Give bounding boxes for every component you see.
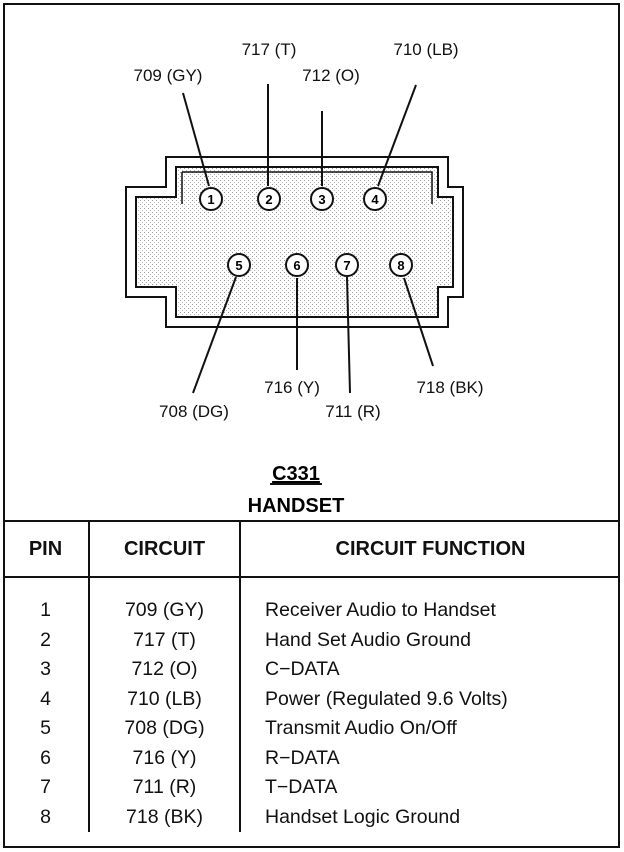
pin-1: 1 bbox=[199, 187, 223, 211]
header-function: CIRCUIT FUNCTION bbox=[240, 520, 620, 578]
cell-circuit: 711 (R) bbox=[89, 773, 241, 803]
cell-pin: 7 bbox=[3, 773, 90, 803]
cell-function: Receiver Audio to Handset bbox=[265, 599, 496, 621]
callout-pin1: 709 (GY) bbox=[134, 66, 203, 85]
cell-circuit: 717 (T) bbox=[89, 625, 241, 655]
callout-pin8: 718 (BK) bbox=[416, 378, 483, 397]
svg-text:5: 5 bbox=[235, 258, 242, 273]
cell-circuit: 716 (Y) bbox=[89, 743, 241, 773]
diagram-frame bbox=[3, 3, 620, 848]
svg-text:8: 8 bbox=[397, 258, 404, 273]
table-row: 7 711 (R) T−DATA bbox=[3, 773, 620, 803]
pin-4: 4 bbox=[363, 187, 387, 211]
svg-text:3: 3 bbox=[318, 192, 325, 207]
header-pin: PIN bbox=[3, 520, 90, 578]
connector-name: HANDSET bbox=[248, 495, 345, 517]
cell-function: R−DATA bbox=[265, 746, 340, 769]
leader-pin8 bbox=[403, 277, 434, 367]
cell-circuit: 718 (BK) bbox=[89, 802, 241, 832]
table-header-row: PIN CIRCUIT CIRCUIT FUNCTION bbox=[3, 520, 620, 578]
pinout-table: PIN CIRCUIT CIRCUIT FUNCTION 1 709 (GY) … bbox=[3, 520, 620, 832]
table-row: 1 709 (GY) Receiver Audio to Handset bbox=[3, 577, 620, 626]
svg-text:4: 4 bbox=[371, 192, 379, 207]
leader-pin7 bbox=[346, 276, 351, 394]
cell-circuit: 708 (DG) bbox=[89, 714, 241, 744]
connector-housing-inner bbox=[135, 166, 454, 318]
connector-id: C331 bbox=[272, 463, 320, 485]
cell-pin: 8 bbox=[3, 802, 90, 832]
cell-function: Transmit Audio On/Off bbox=[265, 717, 457, 739]
table-row: 2 717 (T) Hand Set Audio Ground bbox=[3, 625, 620, 655]
callout-pin7: 711 (R) bbox=[325, 402, 380, 421]
callout-pin3: 712 (O) bbox=[302, 66, 360, 85]
svg-text:1: 1 bbox=[207, 192, 214, 207]
pin-8: 8 bbox=[389, 253, 413, 277]
leader-pin4 bbox=[377, 84, 417, 187]
cell-circuit: 712 (O) bbox=[89, 655, 241, 685]
cell-pin: 5 bbox=[3, 714, 90, 744]
cell-function: Power (Regulated 9.6 Volts) bbox=[265, 687, 508, 710]
leader-pin1 bbox=[182, 92, 210, 187]
cell-circuit: 710 (LB) bbox=[89, 684, 241, 714]
cell-pin: 2 bbox=[3, 625, 90, 655]
connector-rail bbox=[181, 171, 433, 204]
callout-pin4: 710 (LB) bbox=[393, 40, 458, 59]
connector-diagram: 1 2 3 4 5 6 7 8 709 bbox=[125, 40, 484, 517]
pin-2: 2 bbox=[257, 187, 281, 211]
svg-text:6: 6 bbox=[293, 258, 300, 273]
table-row: 6 716 (Y) R−DATA bbox=[3, 743, 620, 773]
table-row: 3 712 (O) C−DATA bbox=[3, 655, 620, 685]
cell-pin: 1 bbox=[3, 577, 90, 626]
header-circuit: CIRCUIT bbox=[89, 520, 241, 578]
pin-7: 7 bbox=[335, 253, 359, 277]
cell-pin: 6 bbox=[3, 743, 90, 773]
cell-function: Handset Logic Ground bbox=[265, 805, 461, 828]
pin-3: 3 bbox=[310, 187, 334, 211]
cell-function: C−DATA bbox=[265, 658, 340, 680]
leader-pin5 bbox=[192, 276, 237, 394]
table-row: 5 708 (DG) Transmit Audio On/Off bbox=[3, 714, 620, 744]
callout-pin2: 717 (T) bbox=[242, 40, 297, 59]
cell-function: T−DATA bbox=[265, 776, 338, 798]
cell-circuit: 709 (GY) bbox=[89, 577, 241, 626]
cell-pin: 3 bbox=[3, 655, 90, 685]
table-row: 8 718 (BK) Handset Logic Ground bbox=[3, 802, 620, 832]
svg-text:2: 2 bbox=[265, 192, 272, 207]
cell-pin: 4 bbox=[3, 684, 90, 714]
table-row: 4 710 (LB) Power (Regulated 9.6 Volts) bbox=[3, 684, 620, 714]
callout-pin5: 708 (DG) bbox=[159, 402, 229, 421]
svg-text:7: 7 bbox=[343, 258, 350, 273]
pin-5: 5 bbox=[227, 253, 251, 277]
pin-6: 6 bbox=[285, 253, 309, 277]
callout-pin6: 716 (Y) bbox=[264, 378, 320, 397]
cell-function: Hand Set Audio Ground bbox=[265, 628, 471, 651]
